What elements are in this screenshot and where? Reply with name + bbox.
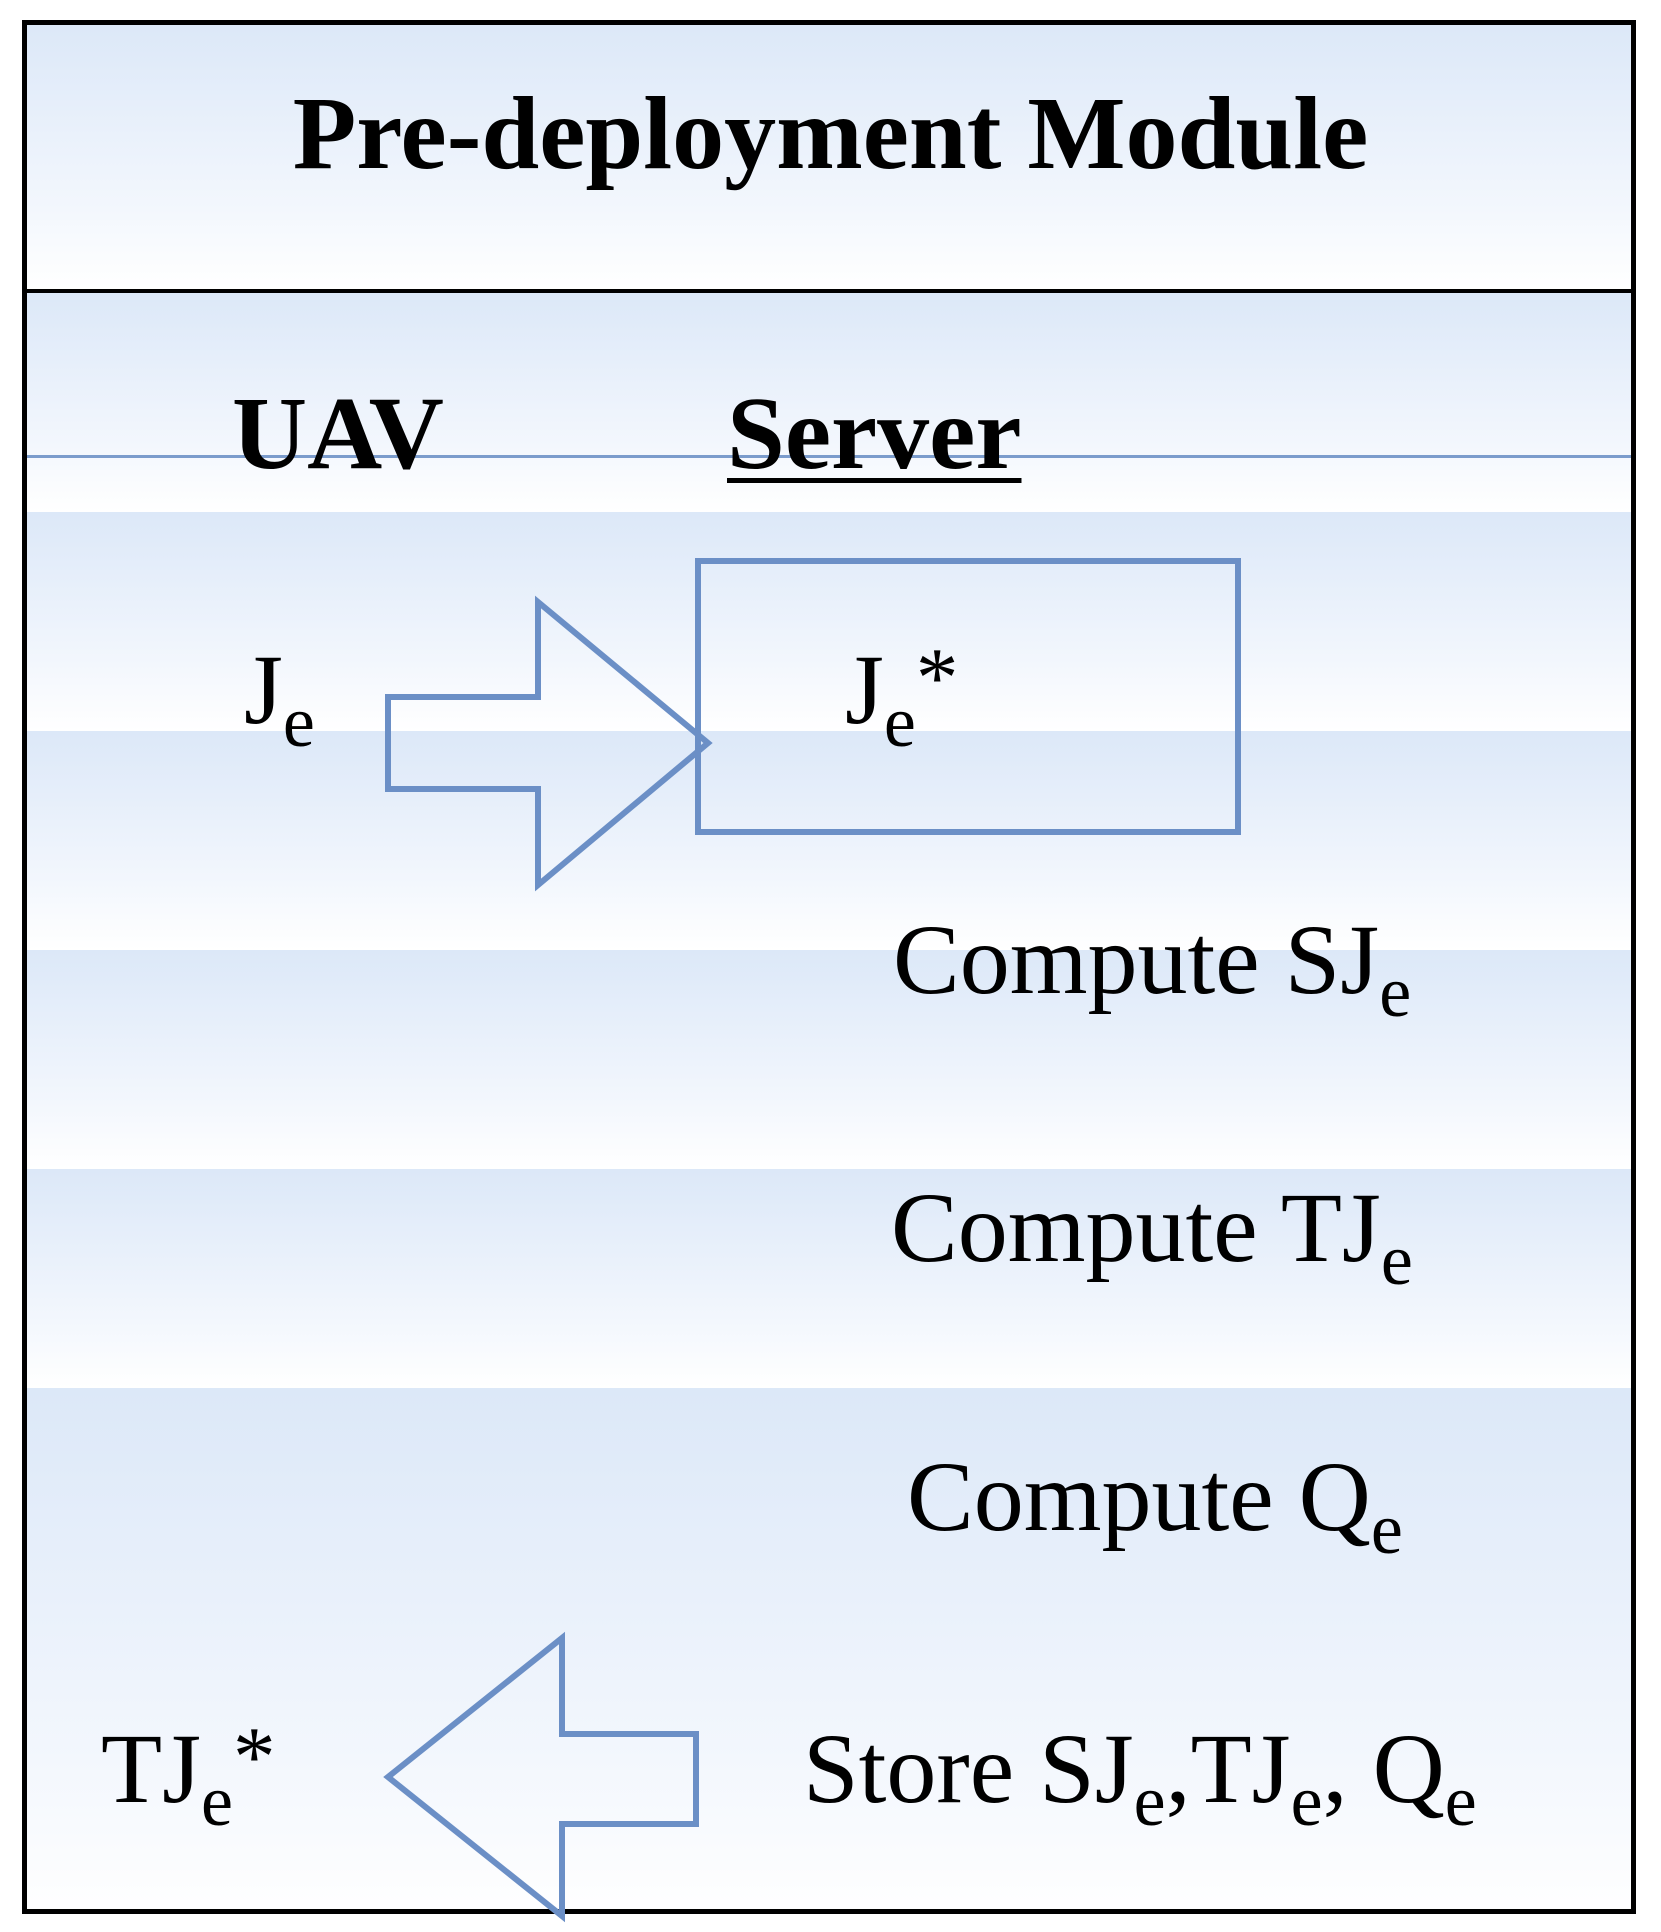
- store-results-label: Store SJe,TJe, Qe: [803, 1713, 1477, 1842]
- row-band-1: [27, 512, 1631, 731]
- uav-je-label: Je: [244, 634, 315, 763]
- row-band-2: [27, 731, 1631, 950]
- server-column-header: Server: [727, 376, 1022, 491]
- row-band-4: [27, 1169, 1631, 1388]
- compute-sje-label: Compute SJe: [893, 904, 1412, 1033]
- uav-column-header: UAV: [232, 376, 444, 491]
- row-band-5: [27, 1388, 1631, 1909]
- row-band-3: [27, 950, 1631, 1169]
- server-je-star-label: Je*: [845, 631, 959, 763]
- right-arrow-icon: [385, 595, 713, 892]
- compute-qe-label: Compute Qe: [907, 1441, 1403, 1570]
- server-receive-box: [695, 558, 1241, 835]
- header-band: [27, 293, 1631, 512]
- module-frame: [22, 20, 1636, 1914]
- header-divider: [27, 455, 1631, 458]
- uav-tje-star-label: TJe*: [101, 1710, 276, 1842]
- compute-tje-label: Compute TJe: [891, 1172, 1413, 1301]
- title-band: [27, 25, 1631, 293]
- page-title: Pre-deployment Module: [292, 76, 1369, 191]
- left-arrow-icon: [383, 1631, 699, 1923]
